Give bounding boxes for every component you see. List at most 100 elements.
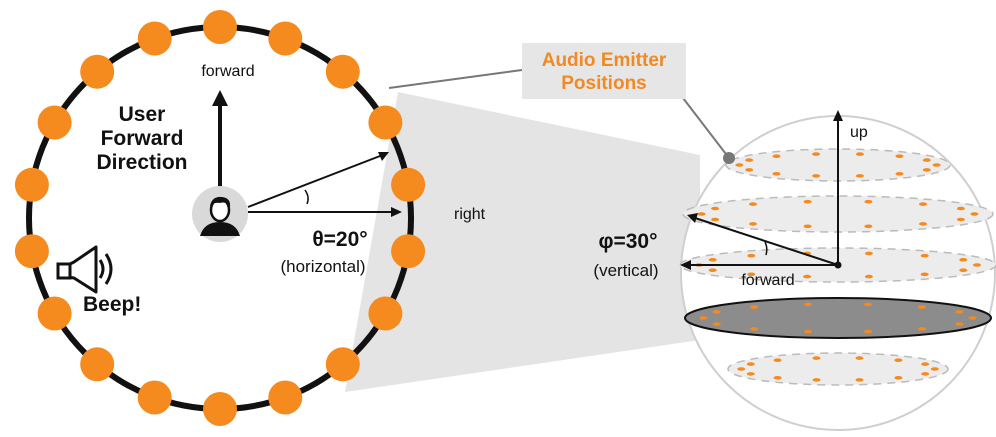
sphere-emitter-dot (772, 154, 781, 158)
sphere-emitter-dot (968, 316, 977, 320)
sphere-emitter-dot (812, 174, 821, 178)
sphere-emitter-dot (864, 329, 872, 334)
sphere-emitter-dot (956, 206, 965, 211)
callout-line-sphere (682, 97, 730, 159)
emitter-dot (14, 234, 49, 269)
sphere-emitter-dot (708, 258, 717, 262)
sphere-emitter-dot (712, 322, 721, 326)
speaker-icon (56, 245, 113, 294)
emitter-dot (203, 392, 237, 426)
sphere-emitter-dot (922, 168, 931, 172)
sphere-emitter-dot (894, 358, 903, 363)
emitter-dot (325, 54, 360, 89)
sphere-emitter-dot (747, 253, 756, 258)
sphere-emitter-dot (855, 174, 864, 178)
disc-highlight (684, 297, 992, 339)
emitter-dot (391, 234, 426, 269)
emitter-dot (137, 21, 172, 56)
sphere-emitter-dot (697, 212, 706, 216)
emitter-dot (80, 54, 115, 89)
sphere-emitter-dot (919, 202, 927, 206)
sphere-emitter-dot (737, 367, 746, 371)
sphere-emitter-dot (864, 199, 873, 204)
sphere-emitter-dot (922, 158, 931, 162)
sphere-emitter-dot (864, 251, 873, 256)
forward-label: forward (201, 63, 254, 80)
sphere-emitter-dot (920, 272, 929, 277)
sphere-emitter-dot (711, 217, 720, 222)
emitter-dot (391, 167, 426, 202)
sphere-emitter-dot (917, 327, 926, 331)
sphere-emitter-dot (956, 217, 965, 222)
emitter-dot (14, 167, 49, 202)
right-label: right (454, 206, 486, 223)
sphere-emitter-dot (855, 378, 864, 382)
sphere-emitter-dot (955, 322, 964, 326)
sphere-emitter-dot (746, 362, 755, 366)
sphere-emitter-dot (955, 310, 964, 314)
sphere-emitter-dot (959, 268, 968, 273)
user-forward-line-3: Direction (96, 151, 187, 174)
sphere-emitter-dot (803, 224, 812, 229)
sphere-emitter-dot (812, 378, 821, 382)
sphere-emitter-dot (921, 372, 930, 376)
sphere-emitter-dot (773, 376, 782, 380)
forward-sphere-label: forward (741, 272, 794, 289)
user-forward-line-1: User (119, 103, 166, 126)
sphere-emitter-dot (959, 258, 968, 262)
sphere-emitter-dot (864, 302, 872, 307)
sphere-emitter-dot (711, 206, 720, 211)
emitter-dot (368, 296, 403, 331)
emitter-dot (80, 347, 115, 382)
sphere-emitter-dot (812, 152, 821, 156)
sphere-emitter-dot (699, 316, 708, 320)
emitter-dot (37, 105, 72, 140)
emitter-dot (325, 347, 360, 382)
sphere-emitter-dot (919, 222, 927, 226)
sphere-emitter-dot (772, 172, 781, 176)
sphere-emitter-dots (695, 152, 981, 382)
sphere-emitter-dot (812, 356, 821, 360)
emitter-dot (368, 105, 403, 140)
sphere-emitter-dot (750, 327, 759, 331)
sphere-emitter-dot (895, 172, 904, 176)
emitter-dot (268, 380, 303, 415)
sphere-emitter-dot (803, 274, 812, 279)
sphere-emitter-dot (855, 356, 864, 360)
sphere-emitter-dot (930, 367, 939, 371)
zoom-wedge (345, 92, 700, 392)
sphere-emitter-dot (746, 372, 755, 376)
sphere (679, 110, 996, 431)
emitter-dot (137, 380, 172, 415)
theta-sub-label: (horizontal) (280, 257, 365, 276)
sphere-emitter-dot (864, 274, 873, 279)
sphere-emitter-dot (749, 222, 757, 226)
sphere-emitter-dot (920, 253, 929, 258)
sphere-emitter-dot (745, 158, 754, 162)
sphere-emitter-dot (917, 305, 926, 309)
ring-emitter-dots (14, 10, 426, 426)
sphere-emitter-dot (745, 168, 754, 172)
emitter-dot (37, 296, 72, 331)
user-avatar-icon (192, 186, 248, 242)
sphere-emitter-dot (747, 272, 756, 277)
disc-bottom (727, 352, 949, 386)
sphere-emitter-dot (803, 199, 812, 204)
sphere-emitter-dot (712, 310, 721, 314)
theta-label: θ=20° (312, 228, 367, 251)
sphere-emitter-dot (864, 224, 873, 229)
beep-label: Beep! (83, 293, 141, 316)
sphere-emitter-dot (750, 305, 759, 309)
sphere-emitter-dot (894, 376, 903, 380)
emitter-dot (268, 21, 303, 56)
sphere-emitter-dot (895, 154, 904, 158)
sphere-emitter-dot (749, 202, 757, 206)
sphere-emitter-dot (804, 302, 812, 307)
emitter-dot (203, 10, 237, 44)
sphere-emitter-dot (804, 329, 812, 334)
callout-line-1: Audio Emitter (542, 50, 667, 71)
user-forward-line-2: Forward (101, 127, 184, 150)
sphere-emitter-dot (735, 163, 744, 167)
callout-line-2: Positions (561, 73, 647, 94)
